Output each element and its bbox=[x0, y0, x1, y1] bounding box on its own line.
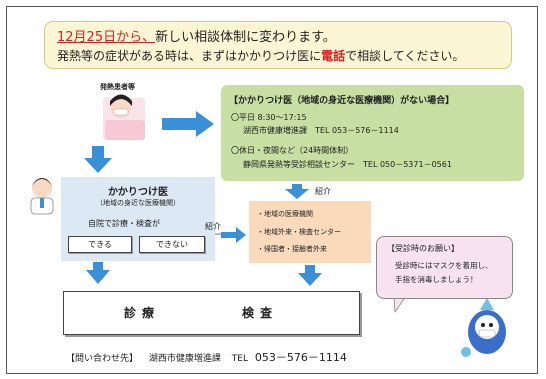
phone-emphasis: 電話 bbox=[321, 49, 346, 63]
can-option: できる bbox=[68, 236, 132, 253]
notice-title: 【受診時のお願い】 bbox=[387, 244, 459, 253]
no-family-doctor-title: 【かかりつけ医（地域の身近な医療機関）がない場合】 bbox=[229, 96, 455, 106]
contact-tel: 053－576－1114 bbox=[254, 351, 347, 364]
arrow-down-to-doctor bbox=[84, 146, 112, 173]
contact-tel-label: TEL bbox=[231, 354, 248, 364]
arrow-down-from-facilities bbox=[298, 265, 322, 286]
patient-label: 発熱患者等 bbox=[100, 83, 135, 91]
facilities-box: ・地域の医療機関 ・地域外来・検査センター ・帰国者・接触者外来 bbox=[249, 201, 371, 263]
contact-info: 【問い合わせ先】 湖西市健康増進課 TEL 053－576－1114 bbox=[66, 349, 347, 365]
holiday-contact: 静岡県発熱等受診相談センター TEL 050－5371－0561 bbox=[243, 160, 452, 169]
cannot-option: できない bbox=[139, 236, 205, 253]
banner-line-1: 12月25日から、新しい相談体制に変わります。 bbox=[57, 26, 336, 45]
treatment-label: 診療 bbox=[124, 306, 161, 320]
facility-item: ・地域の医療機関 bbox=[257, 210, 313, 218]
contact-label: 【問い合わせ先】 bbox=[66, 354, 139, 364]
flow-arrows bbox=[84, 111, 322, 286]
notice-bubble: 【受診時のお願い】 受診時にはマスクを着用し、 手指を消毒しましょう！ bbox=[376, 236, 513, 299]
family-doctor-box: かかりつけ医 （地域の身近な医療機関） 自院で診療・検査が できる できない bbox=[61, 177, 215, 261]
notice-line-2: 手指を消毒しましょう！ bbox=[395, 275, 478, 284]
contact-dept: 湖西市健康増進課 bbox=[148, 354, 221, 364]
facility-item: ・地域外来・検査センター bbox=[257, 228, 341, 236]
banner-line-2-post: で相談してください。 bbox=[345, 49, 465, 63]
notice-line-1: 受診時にはマスクを着用し、 bbox=[395, 261, 493, 270]
family-doctor-question: 自院で診療・検査が bbox=[88, 219, 160, 228]
banner-line-2: 発熱等の症状がある時は、まずはかかりつけ医に電話で相談してください。 bbox=[57, 47, 464, 64]
holiday-label: 〇休日・夜間など（24時間体制） bbox=[231, 146, 354, 155]
arrow-right-to-green bbox=[162, 111, 214, 137]
no-family-doctor-box: 【かかりつけ医（地域の身近な医療機関）がない場合】 〇平日 8:30～17:15… bbox=[221, 85, 524, 181]
family-doctor-title: かかりつけ医 bbox=[107, 187, 169, 198]
treatment-box: 診療 検査 bbox=[63, 291, 360, 335]
doctor-icon bbox=[30, 178, 54, 215]
arrow-down-can bbox=[86, 262, 110, 284]
referral-label-top: 紹介 bbox=[315, 187, 331, 196]
family-doctor-subtitle: （地域の身近な医療機関） bbox=[96, 199, 180, 207]
mascot-icon bbox=[461, 298, 506, 357]
facility-item: ・帰国者・接触者外来 bbox=[257, 245, 327, 253]
sick-patient-icon bbox=[103, 94, 145, 140]
testing-label: 検査 bbox=[242, 306, 279, 320]
arrow-down-from-green bbox=[285, 184, 309, 199]
weekday-contact: 湖西市健康増進課 TEL 053－576－1114 bbox=[243, 126, 399, 135]
header-banner: 12月25日から、新しい相談体制に変わります。 発熱等の症状がある時は、まずはか… bbox=[44, 21, 512, 69]
banner-line-1-text: 新しい相談体制に変わります。 bbox=[155, 30, 336, 45]
start-date: 12月25日から、 bbox=[57, 30, 156, 45]
weekday-label: 〇平日 8:30～17:15 bbox=[231, 113, 307, 122]
arrow-right-to-facilities bbox=[221, 227, 246, 243]
banner-line-2-pre: 発熱等の症状がある時は、まずはかかりつけ医に bbox=[57, 49, 322, 63]
referral-label-left: 紹介 bbox=[205, 222, 221, 231]
